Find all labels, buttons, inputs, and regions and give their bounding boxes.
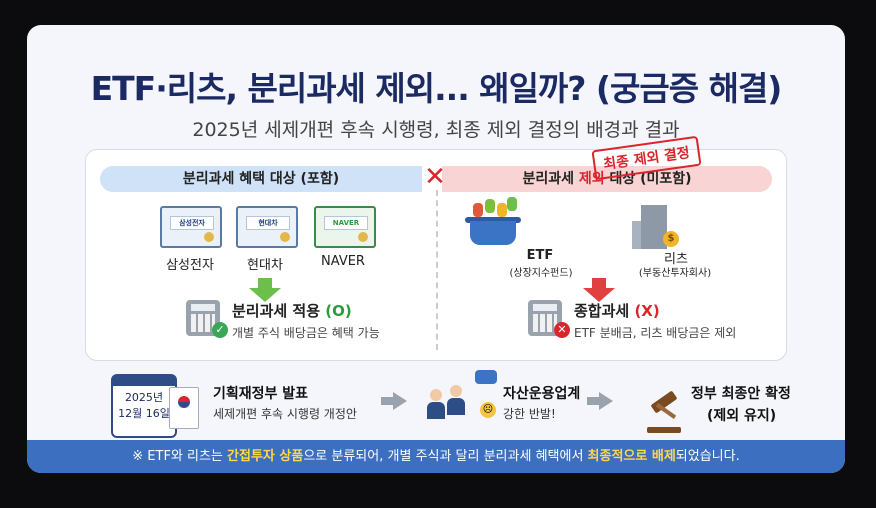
arrow-right-icon [393, 392, 407, 410]
excluded-result-note: ETF 분배금, 리츠 배당금은 제외 [574, 326, 737, 340]
check-icon: ✓ [212, 322, 228, 338]
stock-certificate-icon: 삼성전자 [160, 206, 222, 248]
person-icon [447, 385, 465, 415]
sad-face-icon: ☹ [480, 402, 496, 418]
step-desc: 강한 반발! [503, 407, 556, 421]
infographic-card: ETF·리츠, 분리과세 제외... 왜일까? (궁금증 해결) 2025년 세… [27, 25, 845, 473]
stock-certificate-icon: 현대차 [236, 206, 298, 248]
step-title: 정부 최종안 확정 [691, 386, 791, 402]
company-label: NAVER [321, 254, 365, 269]
stock-certificate-icon: NAVER [314, 206, 376, 248]
excluded-result: 종합과세 (X) [574, 302, 660, 320]
step-title: 자산운용업계 [503, 386, 581, 402]
person-icon [427, 389, 445, 419]
document-icon [169, 387, 199, 429]
coin-icon: $ [663, 231, 679, 247]
step-desc: (제외 유지) [707, 408, 777, 424]
reit-label: 리츠 [664, 252, 688, 267]
company-label: 삼성전자 [166, 258, 214, 273]
comparison-panel: 분리과세 혜택 대상 (포함) 분리과세 제외 대상 (미포함) ✕ 삼성전자 … [85, 149, 787, 361]
included-header: 분리과세 혜택 대상 (포함) [100, 166, 422, 192]
chat-bubble-icon [475, 370, 497, 384]
included-result: 분리과세 적용 (O) [232, 302, 352, 320]
etf-sublabel: (상장지수펀드) [509, 268, 573, 279]
company-label: 현대차 [247, 258, 283, 273]
basket-icon [473, 203, 483, 217]
excluded-header: 분리과세 제외 대상 (미포함) [442, 166, 772, 192]
etf-label: ETF [526, 248, 554, 263]
step-title: 기획재정부 발표 [213, 386, 309, 402]
down-arrow-icon [583, 288, 615, 302]
arrow-right-icon [599, 392, 613, 410]
footer-note: ※ ETF와 리츠는 간접투자 상품으로 분류되어, 개별 주식과 달리 분리과… [27, 440, 845, 473]
step-desc: 세제개편 후속 시행령 개정안 [213, 407, 357, 421]
page-subtitle: 2025년 세제개편 후속 시행령, 최종 제외 결정의 배경과 결과 [192, 119, 680, 141]
included-result-note: 개별 주식 배당금은 혜택 가능 [232, 326, 380, 340]
panel-divider [436, 190, 438, 350]
down-arrow-icon [249, 288, 281, 302]
page-title: ETF·리츠, 분리과세 제외... 왜일까? (궁금증 해결) [90, 69, 783, 108]
x-mark-icon: ✕ [424, 162, 446, 192]
reit-sublabel: (부동산투자회사) [638, 268, 712, 279]
building-icon [641, 205, 667, 249]
calculator-icon [528, 300, 562, 336]
x-circle-icon: ✕ [554, 322, 570, 338]
